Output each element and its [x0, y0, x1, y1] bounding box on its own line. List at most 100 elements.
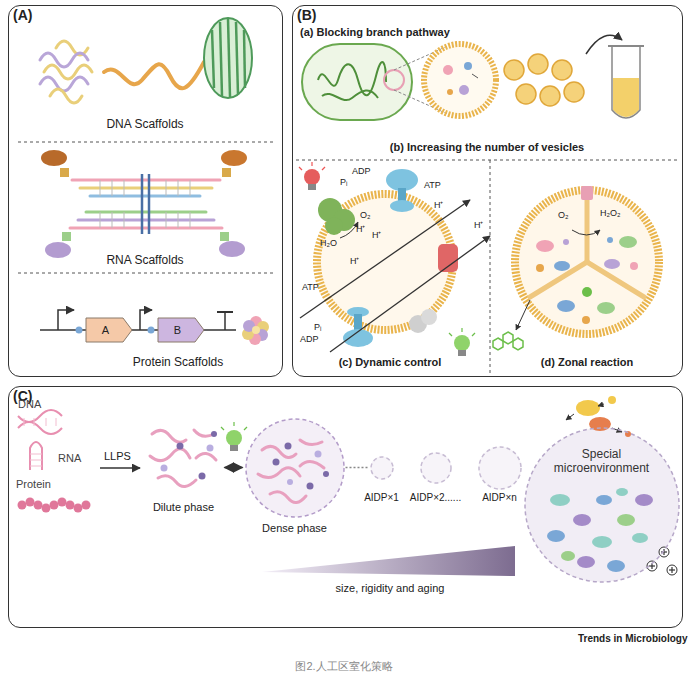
- circle-outline: [371, 457, 393, 479]
- subpanel-title: (b) Increasing the number of vesicles: [390, 141, 584, 154]
- rna-scaffold-art: [190, 212, 191, 228]
- llps-art: [421, 453, 452, 484]
- llps-art: [287, 479, 293, 485]
- branch-blocking-art: [504, 60, 524, 80]
- llps-art: [161, 431, 218, 480]
- llps-art: [273, 459, 280, 466]
- dynamic-control-art: [461, 328, 462, 332]
- llps-art: [152, 430, 186, 442]
- llps-art: [573, 514, 591, 526]
- llps-art: [667, 565, 677, 575]
- gene-circuit-art: [224, 312, 226, 330]
- llps-art: [547, 530, 565, 542]
- droplet-circle: AIDP×1: [370, 456, 394, 480]
- llps-art: [177, 443, 184, 450]
- droplet-circle: AIDP×2......: [420, 452, 452, 484]
- zonal-reaction-art: [536, 264, 544, 272]
- llps-art: [616, 488, 628, 496]
- molecule-label: Pᵢ: [314, 322, 321, 332]
- equilibrium-arrow: [225, 467, 243, 469]
- microenvironment-circle: Special microenvironment: [524, 427, 680, 583]
- llps-art: [18, 396, 680, 582]
- rna-scaffold-art: [45, 242, 71, 258]
- dynamic-control-art: [421, 309, 437, 325]
- circle-outline: [370, 456, 394, 480]
- branch-blocking-art: [318, 62, 386, 95]
- dynamic-control-art: [308, 184, 316, 190]
- separator: [18, 273, 273, 274]
- dynamic-control-art: [300, 200, 470, 318]
- llps-art: [270, 492, 306, 503]
- llps-art: [100, 467, 140, 469]
- ion-label: H⁺: [434, 200, 444, 210]
- llps-art: [150, 430, 216, 487]
- molecule-label: ADP: [300, 334, 319, 344]
- llps-art: [196, 453, 216, 460]
- dynamic-control-art: [449, 328, 475, 336]
- panel-letter: (A): [13, 7, 32, 23]
- dynamic-control-art: [454, 335, 470, 351]
- molecule-label: ATP: [424, 180, 441, 190]
- branch-blocking-art: [528, 54, 548, 74]
- dynamic-control-art: [449, 333, 452, 336]
- llps-art: [525, 428, 679, 582]
- llps-art: [18, 498, 91, 513]
- rna-scaffold-art: [124, 180, 125, 196]
- molecule-label: H₂O: [320, 238, 337, 248]
- dna-scaffold-art: [104, 62, 204, 88]
- rna-scaffold-art: [219, 241, 245, 257]
- rna-scaffold-art: [166, 212, 167, 228]
- dna-scaffold-art: [228, 19, 230, 97]
- journal-watermark: Trends in Microbiology: [578, 633, 687, 645]
- zonal-reaction-art: [536, 240, 554, 252]
- branch-blocking-art: [540, 86, 560, 106]
- zonal-reaction-art: [607, 237, 613, 243]
- zonal-reaction-art: [582, 316, 590, 324]
- molecule-label: O₂: [360, 210, 371, 220]
- llps-art: [207, 445, 214, 452]
- molecule-class: RNA: [58, 452, 81, 465]
- llps-art: [258, 468, 300, 478]
- dynamic-control-art: [299, 162, 490, 356]
- rna-scaffold-art: [141, 174, 144, 234]
- llps-art: [158, 476, 196, 487]
- branch-blocking-art: [464, 62, 472, 70]
- llps-art: [24, 418, 56, 426]
- gene-circuit-art: [76, 327, 83, 334]
- zonal-reaction-art: [530, 262, 587, 297]
- llps-art: [262, 446, 296, 457]
- llps-art: [26, 498, 35, 507]
- llps-art: [659, 547, 669, 557]
- llps-art: [607, 560, 625, 572]
- llps-art: [258, 440, 324, 503]
- gene-circuit-art: [58, 310, 74, 330]
- rna-scaffold-art: [222, 168, 231, 177]
- zonal-reaction-art: [503, 332, 513, 344]
- scaffold-name: RNA Scaffolds: [106, 254, 183, 268]
- rna-scaffold-art: [178, 180, 179, 196]
- llps-art: [46, 418, 47, 426]
- rna-scaffold-art: [72, 179, 220, 182]
- dynamic-control-art: [318, 198, 355, 235]
- node-label: Dense phase: [262, 522, 327, 535]
- llps-art: [671, 567, 672, 573]
- llps-art: [566, 414, 574, 420]
- branch-blocking-art: [302, 44, 412, 120]
- rna-scaffold-art: [90, 195, 200, 198]
- branch-blocking-art: [516, 84, 536, 104]
- zonal-reaction-art: [619, 236, 637, 248]
- llps-art: [82, 501, 91, 510]
- dynamic-control-art: [438, 244, 458, 272]
- panel-letter: (B): [297, 7, 316, 23]
- rna-scaffold-art: [148, 174, 151, 234]
- rna-scaffold-art: [78, 219, 214, 222]
- dynamic-control-art: [299, 162, 325, 170]
- node-label: Dilute phase: [153, 501, 214, 513]
- dynamic-control-art: [317, 194, 453, 330]
- dna-scaffold-art: [244, 30, 245, 88]
- llps-art: [592, 536, 612, 548]
- branch-blocking-art: [384, 70, 404, 90]
- trend-label: size, rigidity and aging: [336, 582, 445, 595]
- llps-art: [561, 551, 575, 561]
